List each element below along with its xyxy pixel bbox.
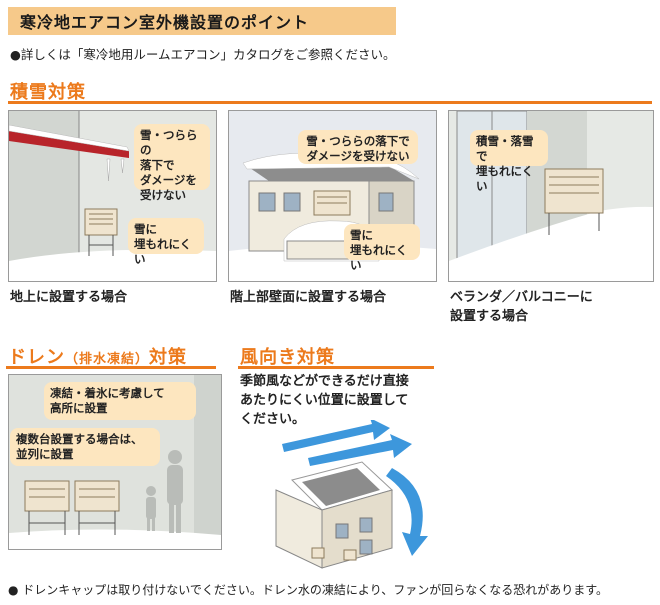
ground-callout-buried: 雪に 埋もれにくい — [128, 218, 204, 266]
footer-note: ● ドレンキャップは取り付けないでください。ドレン水の凍結により、ファンが回らな… — [8, 583, 609, 597]
wind-section-text: 季節風などができるだけ直接 あたりにくい位置に設置して ください。 — [240, 374, 409, 427]
balcony-callout-buried: 積雪・落雪で 埋もれにくい — [470, 130, 548, 193]
wind-section-heading: 風向き対策 — [240, 347, 335, 368]
ground-callout-falling-snow: 雪・つららの 落下で ダメージを 受けない — [134, 124, 210, 202]
upper-wall-callout-buried: 雪に 埋もれにくい — [344, 224, 420, 272]
intro-note: ●詳しくは「寒冷地用ルームエアコン」カタログをご参照ください。 — [10, 47, 396, 62]
wind-illustration-area — [262, 418, 452, 570]
drain-callout-high-place: 凍結・着氷に考慮して 高所に設置 — [44, 382, 196, 420]
drain-section-rule — [6, 366, 216, 369]
upper-wall-install-caption: 階上部壁面に設置する場合 — [230, 290, 387, 305]
drain-section-heading: ドレン（排水凍結）対策 — [8, 347, 188, 368]
snow-section-heading: 積雪対策 — [10, 82, 86, 103]
upper-wall-callout-falling-snow: 雪・つららの落下で ダメージを受けない — [298, 130, 418, 164]
snow-section-rule — [8, 101, 652, 104]
balcony-install-caption: ベランダ／バルコニーに 設置する場合 — [450, 290, 593, 324]
ground-install-caption: 地上に設置する場合 — [10, 290, 128, 305]
drain-callout-parallel: 複数台設置する場合は、 並列に設置 — [10, 428, 160, 466]
page-title: 寒冷地エアコン室外機設置のポイント — [8, 7, 396, 35]
wind-illustration — [275, 418, 428, 569]
wind-section-rule — [238, 366, 434, 369]
